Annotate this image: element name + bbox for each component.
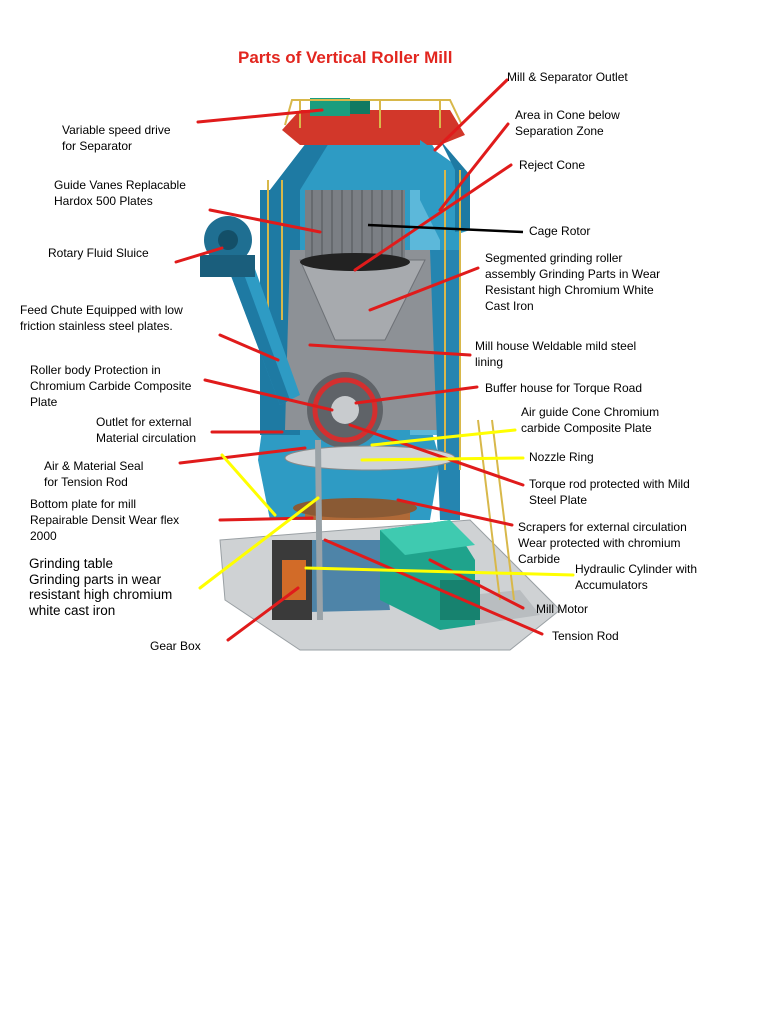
- label-roller-body-protection: Roller body Protection in Chromium Carbi…: [30, 362, 191, 410]
- drive-gear: [350, 100, 370, 114]
- top-platform: [282, 110, 465, 145]
- label-segmented-grinding-roller: Segmented grinding roller assembly Grind…: [485, 250, 660, 314]
- label-mill-motor: Mill Motor: [536, 601, 588, 617]
- label-rotary-fluid-sluice: Rotary Fluid Sluice: [48, 245, 149, 261]
- tension-rod: [318, 440, 320, 620]
- label-hydraulic-cylinder: Hydraulic Cylinder with Accumulators: [575, 561, 697, 593]
- label-grinding-table: Grinding table Grinding parts in wear re…: [29, 556, 172, 618]
- label-air-guide-cone: Air guide Cone Chromium carbide Composit…: [521, 404, 659, 436]
- label-air-material-seal: Air & Material Seal for Tension Rod: [44, 458, 143, 490]
- leader-nozzle-ring: [362, 458, 523, 460]
- label-cage-rotor: Cage Rotor: [529, 223, 590, 239]
- label-bottom-plate: Bottom plate for mill Repairable Densit …: [30, 496, 179, 544]
- label-reject-cone: Reject Cone: [519, 157, 585, 173]
- hydraulic-unit: [282, 560, 306, 600]
- label-outlet-external: Outlet for external Material circulation: [96, 414, 196, 446]
- label-nozzle-ring: Nozzle Ring: [529, 449, 594, 465]
- label-torque-rod: Torque rod protected with Mild Steel Pla…: [529, 476, 690, 508]
- label-area-in-cone: Area in Cone below Separation Zone: [515, 107, 620, 139]
- label-gear-box: Gear Box: [150, 638, 201, 654]
- label-mill-house: Mill house Weldable mild steel lining: [475, 338, 636, 370]
- label-mill-separator-outlet: Mill & Separator Outlet: [507, 69, 628, 85]
- label-guide-vanes: Guide Vanes Replacable Hardox 500 Plates: [54, 177, 186, 209]
- roller-hub: [331, 396, 359, 424]
- foundation: [300, 540, 390, 612]
- diagram-title: Parts of Vertical Roller Mill: [238, 48, 452, 68]
- label-buffer-house: Buffer house for Torque Road: [485, 380, 642, 396]
- label-tension-rod: Tension Rod: [552, 628, 619, 644]
- label-variable-speed-drive: Variable speed drive for Separator: [62, 122, 171, 154]
- label-feed-chute: Feed Chute Equipped with low friction st…: [20, 302, 183, 334]
- label-scrapers: Scrapers for external circulation Wear p…: [518, 519, 687, 567]
- leader-bottom-plate: [220, 518, 312, 520]
- sluice-frame: [200, 255, 255, 277]
